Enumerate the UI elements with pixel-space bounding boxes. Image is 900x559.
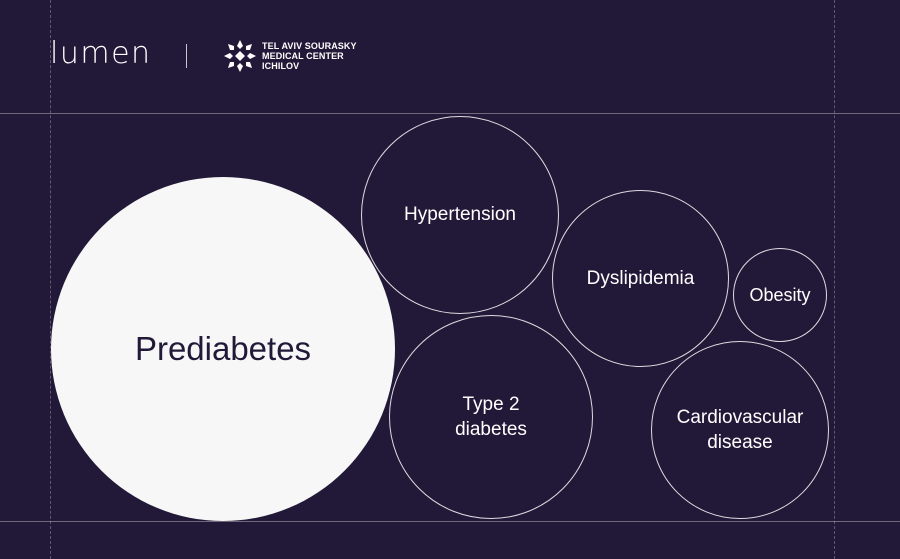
guide-line-right: [834, 0, 835, 559]
bubble-hypertension: Hypertension: [361, 116, 559, 314]
bubble-type-2-diabetes-label: Type 2 diabetes: [455, 394, 527, 440]
bubble-obesity: Obesity: [733, 248, 827, 342]
bubble-prediabetes-label: Prediabetes: [134, 330, 312, 367]
star-emblem-icon: [224, 40, 257, 72]
ichilov-line-3: ICHILOV: [262, 61, 300, 71]
logo-divider: [185, 44, 188, 68]
ichilov-name: TEL AVIV SOURASKY MEDICAL CENTER ICHILOV: [262, 41, 357, 71]
bubble-prediabetes: Prediabetes: [51, 177, 395, 521]
guide-line-top: [0, 113, 900, 114]
guide-line-bottom: [0, 521, 900, 522]
bubble-dyslipidemia: Dyslipidemia: [552, 190, 729, 367]
bubble-hypertension-label: Hypertension: [404, 204, 516, 225]
ichilov-line-2: MEDICAL CENTER: [262, 51, 344, 61]
bubble-type-2-diabetes: Type 2 diabetes: [389, 315, 593, 519]
bubble-dyslipidemia-label: Dyslipidemia: [586, 267, 695, 289]
bubble-obesity-label: Obesity: [749, 284, 811, 305]
lumen-logo: lumen: [50, 36, 152, 71]
header: lumen TEL AVIV SOURASKY MEDICAL CENTER I…: [50, 36, 357, 76]
guide-line-left: [50, 0, 51, 559]
ichilov-logo: TEL AVIV SOURASKY MEDICAL CENTER ICHILOV: [223, 39, 357, 73]
bubble-cardiovascular-disease-label: Cardiovascular disease: [676, 407, 804, 453]
ichilov-line-1: TEL AVIV SOURASKY: [262, 41, 357, 51]
bubble-cardiovascular-disease: Cardiovascular disease: [651, 341, 829, 519]
